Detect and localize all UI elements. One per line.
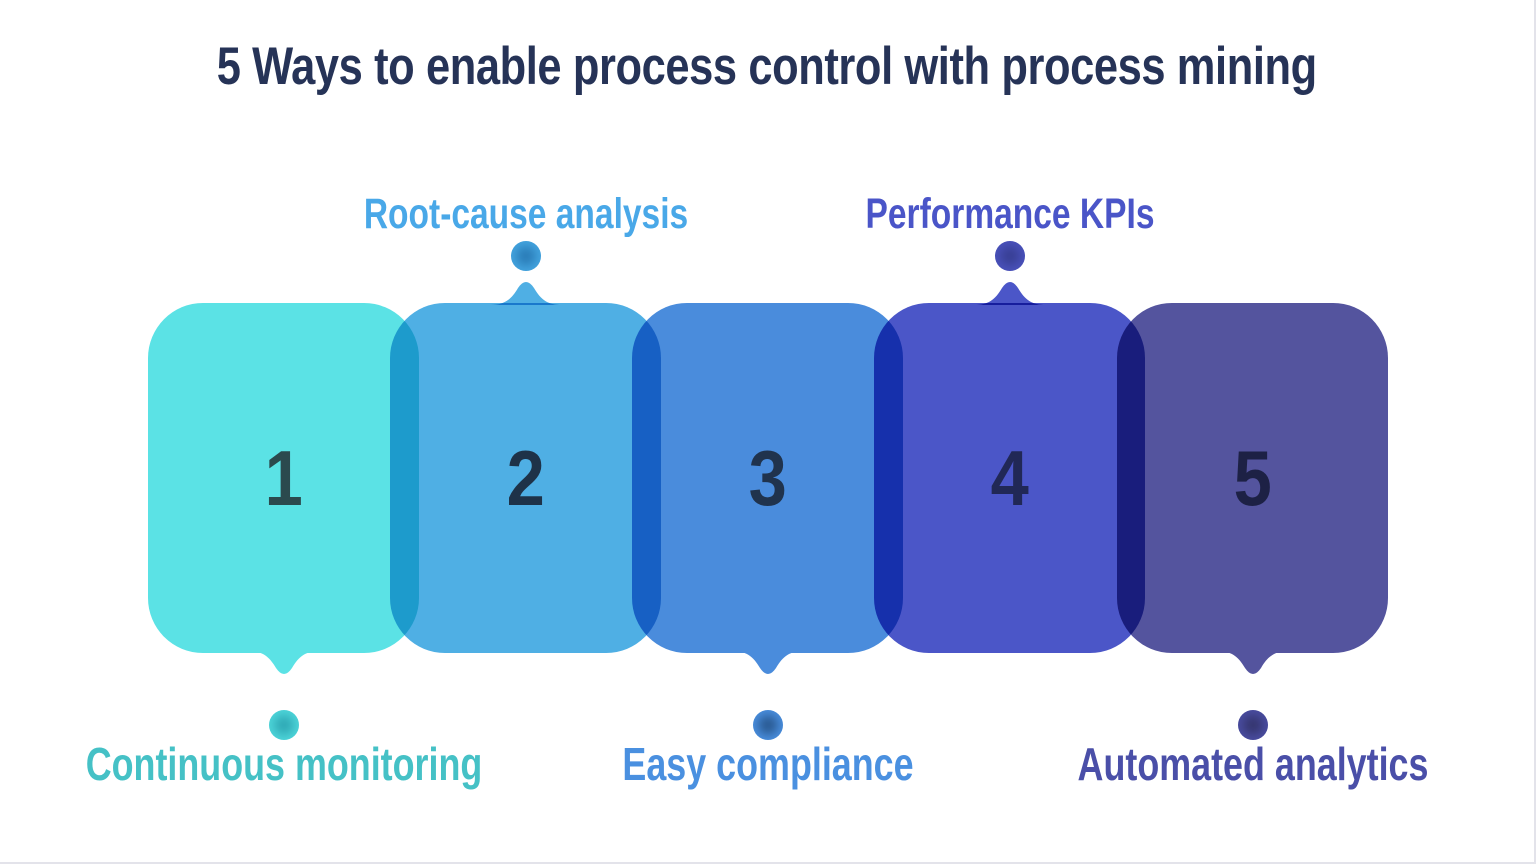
- step-label-1: Continuous monitoring: [85, 738, 482, 790]
- step-box-5: 5: [1117, 303, 1388, 653]
- pointer-up-icon: [489, 282, 562, 305]
- step-number-5: 5: [1233, 434, 1272, 522]
- pointer-down-icon: [731, 651, 804, 674]
- step-box-4: 4: [874, 303, 1145, 653]
- page-title: 5 Ways to enable process control with pr…: [0, 36, 1534, 97]
- step-box-3: 3: [632, 303, 903, 653]
- step-label-4: Performance KPIs: [865, 190, 1154, 238]
- step-box-1: 1: [148, 303, 419, 653]
- connector-dot: [752, 710, 783, 740]
- connector-dot: [1237, 710, 1268, 740]
- connector-dot: [994, 241, 1025, 271]
- step-number-3: 3: [748, 434, 787, 522]
- connector-dot: [268, 710, 299, 740]
- page-title-text: 5 Ways to enable process control with pr…: [216, 37, 1318, 96]
- step-unit-1: 1 Continuous monitoring: [85, 303, 482, 787]
- step-label-2: Root-cause analysis: [363, 190, 688, 238]
- step-label-5: Automated analytics: [1077, 738, 1428, 790]
- step-box-2: 2: [390, 303, 661, 653]
- step-number-2: 2: [506, 434, 545, 522]
- pointer-down-icon: [247, 651, 320, 674]
- step-label-3: Easy compliance: [621, 738, 914, 790]
- step-unit-5: 5 Automated analytics: [1077, 303, 1428, 787]
- connector-dot: [510, 241, 541, 271]
- pointer-up-icon: [973, 282, 1046, 305]
- step-unit-2: Root-cause analysis 2: [363, 193, 688, 653]
- step-unit-3: 3 Easy compliance: [622, 303, 913, 787]
- pointer-down-icon: [1216, 651, 1289, 674]
- step-number-4: 4: [990, 434, 1029, 522]
- step-number-1: 1: [264, 434, 303, 522]
- step-unit-4: Performance KPIs 4: [865, 193, 1154, 653]
